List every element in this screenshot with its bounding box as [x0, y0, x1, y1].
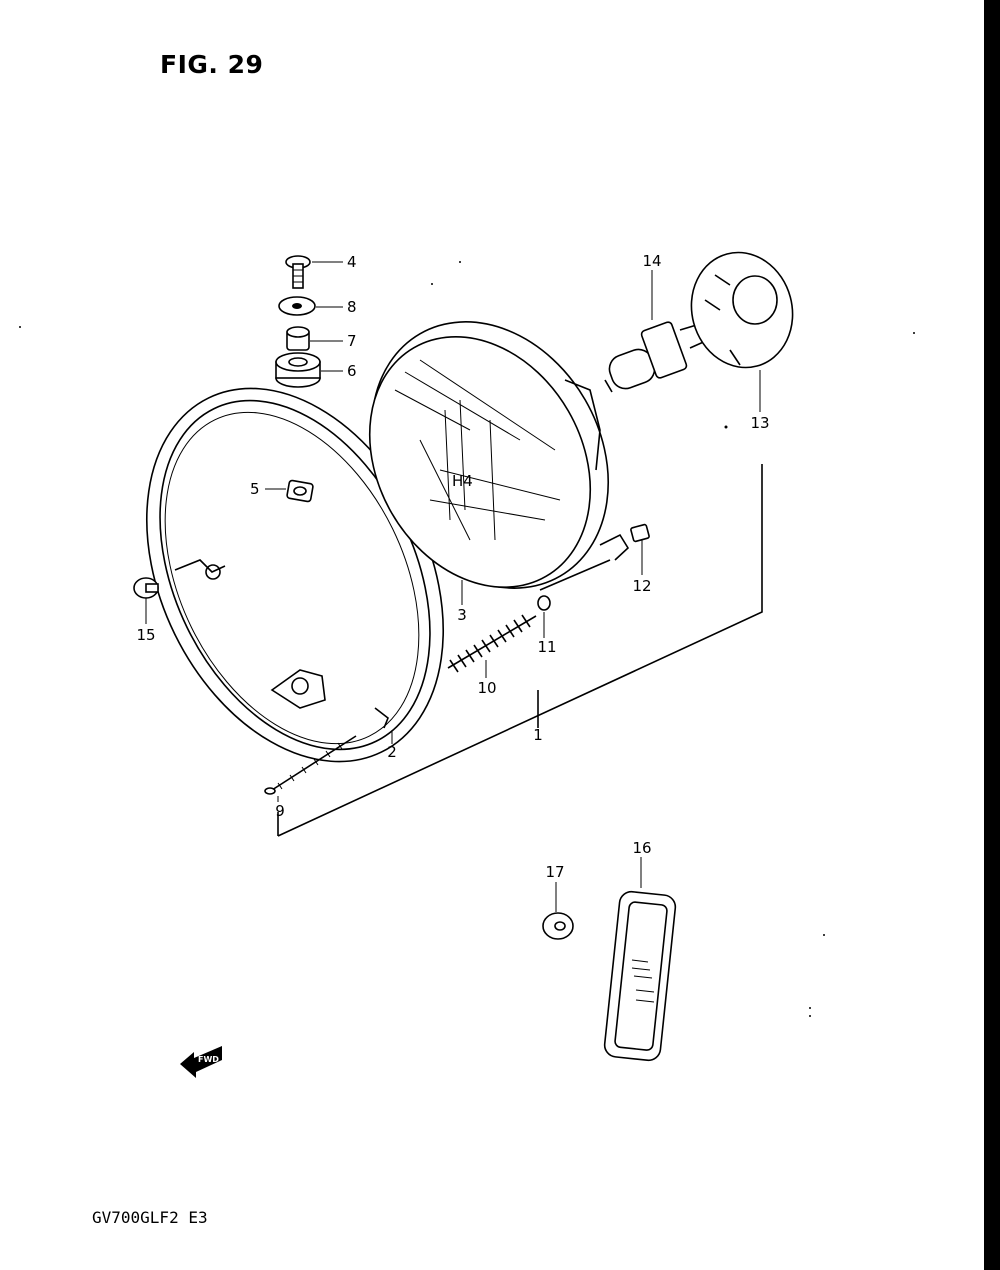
screw-15 — [133, 577, 159, 599]
model-code: GV700GLF2 E3 — [92, 1208, 208, 1227]
callout-16: 16 — [632, 839, 651, 857]
washer-8 — [278, 296, 316, 316]
callout-13: 13 — [750, 414, 769, 432]
callout-1: 1 — [533, 726, 543, 744]
page-edge-bar — [984, 0, 1000, 1270]
spring-10 — [447, 614, 537, 673]
reflector-16 — [603, 890, 677, 1062]
callout-2: 2 — [387, 743, 397, 761]
fwd-direction-marker: FWD — [180, 1046, 222, 1078]
scan-speckles — [19, 261, 915, 1017]
lens-marking: H4 — [452, 472, 473, 490]
adjuster-screw-9 — [264, 735, 357, 795]
callout-7: 7 — [347, 332, 357, 350]
callout-14: 14 — [642, 252, 661, 270]
callout-11: 11 — [537, 638, 556, 656]
assembly-bracket-1 — [277, 464, 763, 837]
callout-4: 4 — [347, 253, 357, 271]
headlight-unit: H4 — [368, 321, 630, 591]
socket-cover — [690, 251, 794, 369]
callout-17: 17 — [545, 863, 564, 881]
callout-6: 6 — [347, 362, 357, 380]
screw-4 — [285, 255, 311, 289]
callout-8: 8 — [347, 298, 357, 316]
callout-15: 15 — [136, 626, 155, 644]
nut-5 — [286, 479, 314, 503]
bulb — [604, 321, 710, 393]
figure-title: FIG. 29 — [160, 50, 264, 79]
nut-12 — [630, 523, 650, 543]
callout-3: 3 — [457, 606, 467, 624]
washer-11 — [537, 595, 551, 611]
callout-5: 5 — [250, 480, 260, 498]
fwd-label: FWD — [198, 1055, 219, 1064]
callout-10: 10 — [477, 679, 496, 697]
grommet-6 — [275, 352, 321, 388]
collar-7 — [286, 326, 310, 351]
callout-12: 12 — [632, 577, 651, 595]
callout-9: 9 — [275, 802, 285, 820]
nut-17 — [542, 912, 574, 940]
leader-lines — [145, 261, 761, 912]
